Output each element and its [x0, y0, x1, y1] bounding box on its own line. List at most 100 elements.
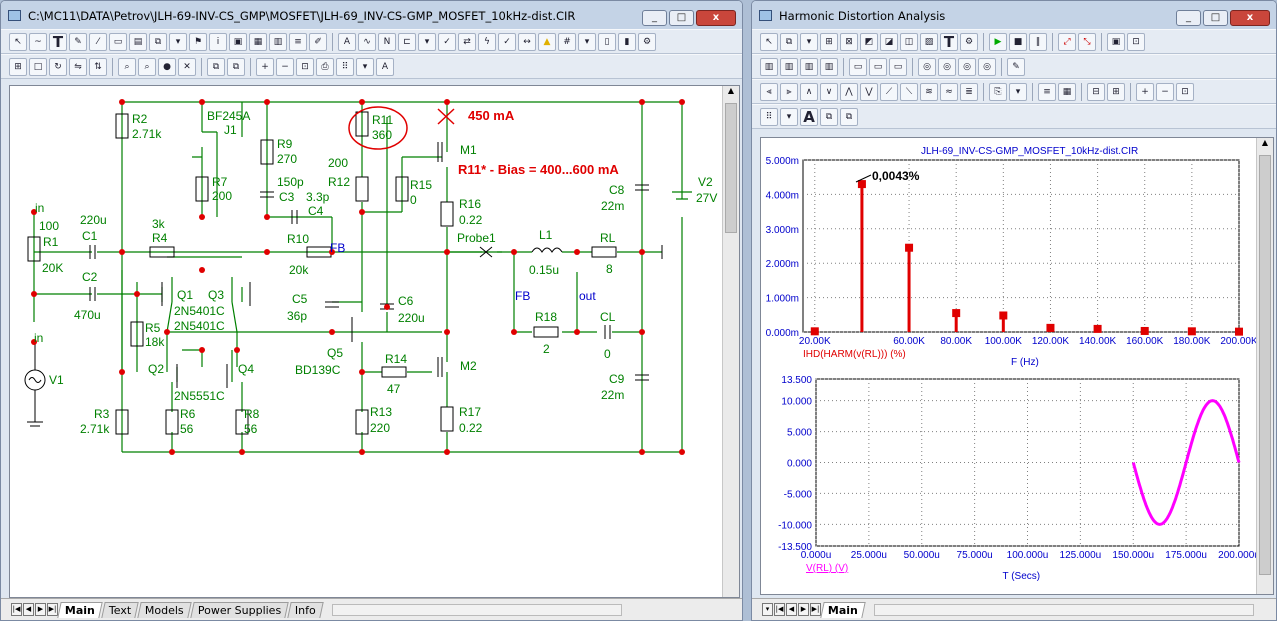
a-m6-icon[interactable]: ⋁ — [860, 82, 878, 101]
a-cursor2-icon[interactable]: ⤡ — [1078, 32, 1096, 51]
a-nav-next-icon[interactable]: ▶ — [798, 603, 809, 616]
analysis-vscroll[interactable]: ▲ — [1256, 138, 1273, 594]
a-dropdown-icon[interactable]: ▾ — [800, 32, 818, 51]
find-next-icon[interactable]: ⌕ — [138, 57, 156, 76]
a-stop-icon[interactable]: ■ — [1009, 32, 1027, 51]
scroll-thumb[interactable] — [725, 103, 737, 233]
check-icon[interactable]: ✓ — [438, 32, 456, 51]
a-m8-icon[interactable]: ⟍ — [900, 82, 918, 101]
a-m3-icon[interactable]: ∧ — [800, 82, 818, 101]
a-fit-icon[interactable]: ⊟ — [1087, 82, 1105, 101]
node-number-icon[interactable]: N — [378, 32, 396, 51]
maximize-button[interactable]: □ — [669, 10, 694, 26]
a-layer-icon[interactable]: ⧉ — [820, 107, 838, 126]
rotate-icon[interactable]: ↻ — [49, 57, 67, 76]
grid-icon[interactable]: # — [558, 32, 576, 51]
analysis-minimize-button[interactable]: _ — [1176, 10, 1201, 26]
text-tool-icon[interactable]: T — [49, 32, 67, 51]
tab-models[interactable]: Models — [137, 601, 192, 618]
printer-icon[interactable]: ⎙ — [316, 57, 334, 76]
component-tool-icon[interactable]: ▤ — [129, 32, 147, 51]
close-button[interactable]: x — [696, 10, 736, 26]
info-tool-icon[interactable]: i — [209, 32, 227, 51]
a-graph-icon[interactable]: ◩ — [860, 32, 878, 51]
stretch-icon[interactable]: ↔ — [518, 32, 536, 51]
a-props2-icon[interactable]: ✎ — [1007, 57, 1025, 76]
nav-last-icon[interactable]: ▶| — [47, 603, 58, 616]
nav-first-icon[interactable]: |◀ — [11, 603, 22, 616]
analysis-hscroll[interactable] — [873, 603, 1254, 616]
find-icon[interactable]: ⌕ — [118, 57, 136, 76]
a-grid-icon[interactable]: ⠿ — [760, 107, 778, 126]
arrows-icon[interactable]: ⇄ — [458, 32, 476, 51]
analysis-maximize-button[interactable]: □ — [1203, 10, 1228, 26]
flip-icon[interactable]: ⇅ — [89, 57, 107, 76]
a-b2-icon[interactable]: ▥ — [780, 57, 798, 76]
a-dropdown2-icon[interactable]: ▾ — [1009, 82, 1027, 101]
a-graph2-icon[interactable]: ◪ — [880, 32, 898, 51]
properties-icon[interactable]: ⚙ — [638, 32, 656, 51]
a-m9-icon[interactable]: ≋ — [920, 82, 938, 101]
a-font-icon[interactable]: A — [800, 107, 818, 126]
wave-label-icon[interactable]: ∿ — [358, 32, 376, 51]
a-m4-icon[interactable]: ∨ — [820, 82, 838, 101]
a-m11-icon[interactable]: ≣ — [960, 82, 978, 101]
schematic-vscroll[interactable]: ▲ — [722, 86, 739, 597]
page2-icon[interactable]: ▮ — [618, 32, 636, 51]
grid-dots-icon[interactable]: ⠿ — [336, 57, 354, 76]
dropdown-arrow-icon-2[interactable]: ▾ — [418, 32, 436, 51]
node-label-icon[interactable]: A — [338, 32, 356, 51]
lightning-icon[interactable]: ϟ — [478, 32, 496, 51]
minimize-button[interactable]: _ — [642, 10, 667, 26]
scroll-up-icon[interactable]: ▲ — [727, 86, 735, 95]
a-fit2-icon[interactable]: ⊞ — [1107, 82, 1125, 101]
a-graph4-icon[interactable]: ▨ — [920, 32, 938, 51]
a-probe1-icon[interactable]: ◎ — [918, 57, 936, 76]
box-icon[interactable]: □ — [29, 57, 47, 76]
a-scroll-thumb[interactable] — [1259, 155, 1271, 575]
a-cursor-icon[interactable]: ⤢ — [1058, 32, 1076, 51]
tab-power-supplies[interactable]: Power Supplies — [190, 601, 289, 618]
a-nav-first-icon[interactable]: |◀ — [774, 603, 785, 616]
a-zoom-out-icon[interactable]: − — [1156, 82, 1174, 101]
layer2-icon[interactable]: ⧉ — [227, 57, 245, 76]
tab-text[interactable]: Text — [101, 601, 139, 618]
a-b6-icon[interactable]: ▭ — [869, 57, 887, 76]
stop-icon[interactable]: ● — [158, 57, 176, 76]
a-b5-icon[interactable]: ▭ — [849, 57, 867, 76]
a-tab-main[interactable]: Main — [820, 601, 866, 618]
page-icon[interactable]: ▯ — [598, 32, 616, 51]
dropdown-arrow-icon[interactable]: ▾ — [169, 32, 187, 51]
a-calc-icon[interactable]: ▦ — [1058, 82, 1076, 101]
a-m10-icon[interactable]: ≈ — [940, 82, 958, 101]
a-properties-icon[interactable]: ⚙ — [960, 32, 978, 51]
copy-tool-icon[interactable]: ⧉ — [149, 32, 167, 51]
a-probe4-icon[interactable]: ◎ — [978, 57, 996, 76]
pen-tool-icon[interactable]: ✎ — [69, 32, 87, 51]
a-frame2-icon[interactable]: ⊡ — [1127, 32, 1145, 51]
a-zoom-box-icon[interactable]: ⊠ — [840, 32, 858, 51]
tab-info[interactable]: Info — [287, 601, 324, 618]
sheet-tool-icon[interactable]: ▥ — [269, 32, 287, 51]
wire-tool-icon[interactable]: ~ — [29, 32, 47, 51]
a-m7-icon[interactable]: ⟋ — [880, 82, 898, 101]
a-select-icon[interactable]: ↖ — [760, 32, 778, 51]
dropdown-arrow-icon-4[interactable]: ▾ — [356, 57, 374, 76]
probe-icon[interactable]: ✓ — [498, 32, 516, 51]
a-run-icon[interactable]: ▶ — [989, 32, 1007, 51]
a-dropdown3-icon[interactable]: ▾ — [780, 107, 798, 126]
a-m5-icon[interactable]: ⋀ — [840, 82, 858, 101]
edit-tool-icon[interactable]: ✐ — [309, 32, 327, 51]
a-b1-icon[interactable]: ▥ — [760, 57, 778, 76]
mirror-icon[interactable]: ⇋ — [69, 57, 87, 76]
chip-tool-icon[interactable]: ▦ — [249, 32, 267, 51]
bus-tool-icon[interactable]: ▭ — [109, 32, 127, 51]
nav-next-icon[interactable]: ▶ — [35, 603, 46, 616]
brush-tool-icon[interactable]: ⁄ — [89, 32, 107, 51]
a-layer2-icon[interactable]: ⧉ — [840, 107, 858, 126]
a-graph3-icon[interactable]: ◫ — [900, 32, 918, 51]
a-probe2-icon[interactable]: ◎ — [938, 57, 956, 76]
schematic-hscroll[interactable] — [332, 603, 623, 616]
select-tool-icon[interactable]: ↖ — [9, 32, 27, 51]
